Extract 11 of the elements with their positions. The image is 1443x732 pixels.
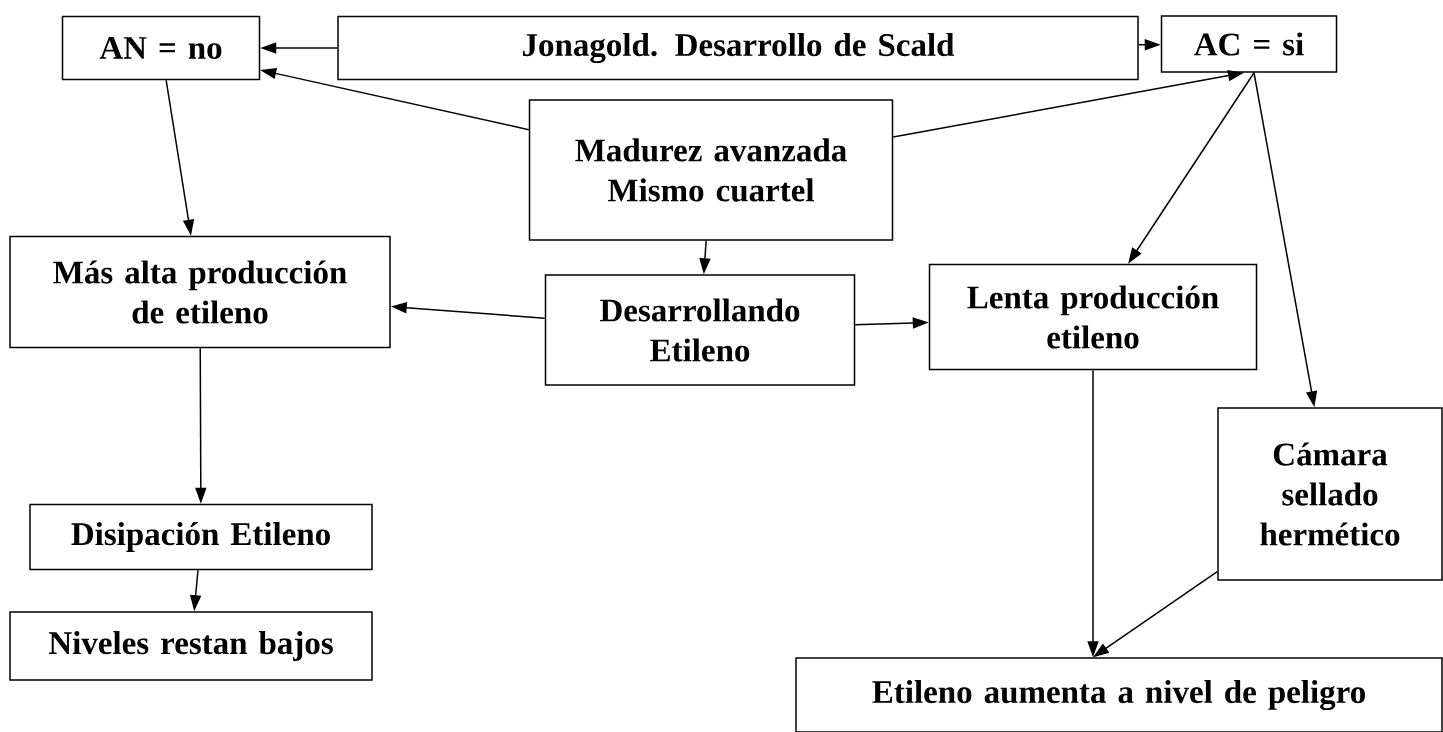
process-box: Niveles restan bajos: [9, 611, 373, 681]
process-box: Disipación Etileno: [29, 503, 373, 571]
process-box: Cámara sellado hermético: [1217, 407, 1443, 581]
process-box: Jonagold. Desarrollo de Scald: [337, 15, 1139, 81]
process-box: AC = si: [1160, 15, 1338, 73]
process-box: AN = no: [61, 15, 261, 81]
process-box: Lenta producción etileno: [928, 263, 1258, 371]
process-box: Más alta producción de etileno: [9, 235, 391, 349]
process-box: Etileno aumenta a nivel de peligro: [795, 657, 1443, 732]
process-box: Desarrollando Etileno: [544, 274, 856, 386]
process-box: Madurez avanzada Mismo cuartel: [528, 99, 894, 241]
